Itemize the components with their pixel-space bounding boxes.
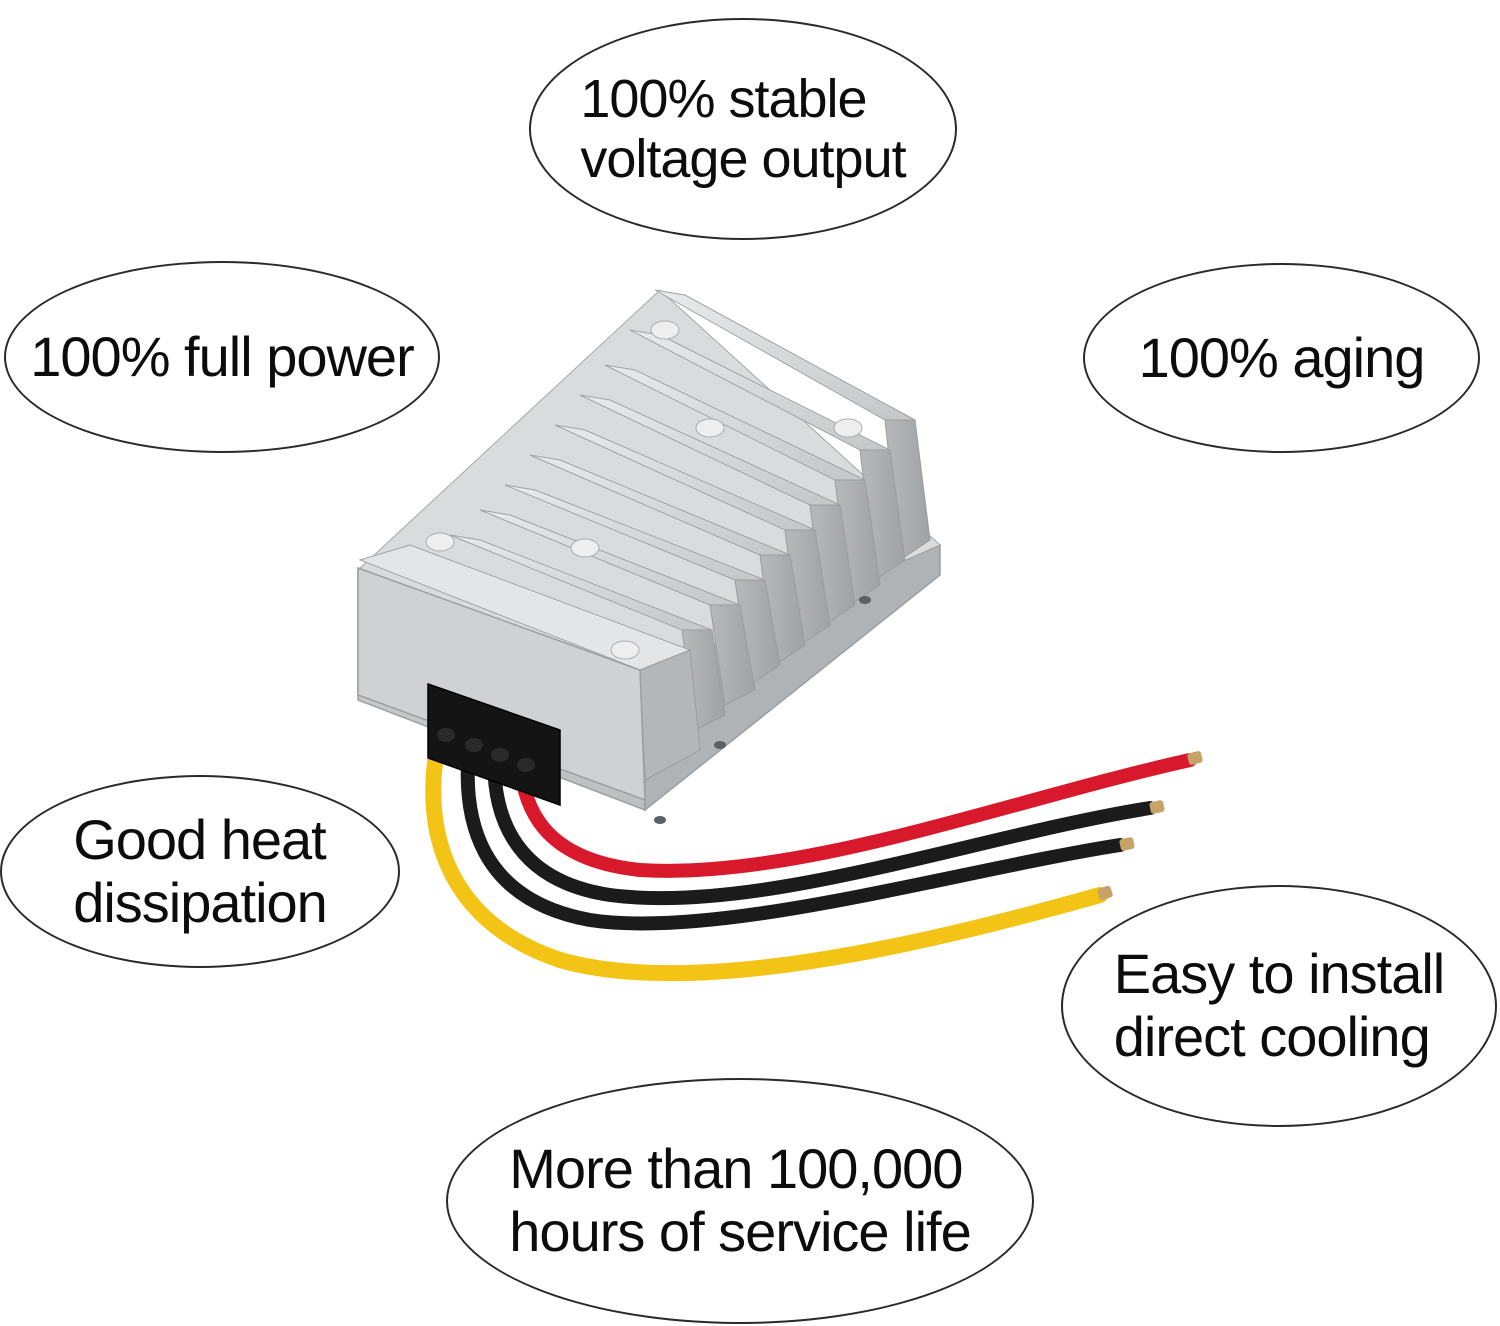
feature-bubble-full-power: 100% full power bbox=[4, 261, 440, 453]
feature-text-line: Good heat bbox=[73, 807, 327, 871]
feature-text-line: 100% aging bbox=[1138, 325, 1426, 389]
output-wires bbox=[425, 727, 1197, 982]
feature-bubble-heat-dissipation: Good heat dissipation bbox=[0, 775, 400, 968]
screw-bosses bbox=[425, 320, 863, 660]
feature-text-line: 100% stable bbox=[580, 68, 867, 129]
cable-grommet bbox=[427, 682, 561, 807]
feature-bubble-stable-voltage: 100% stable voltage output bbox=[529, 18, 957, 240]
feature-text-line: hours of service life bbox=[509, 1200, 971, 1263]
feature-text-line: Easy to install bbox=[1113, 942, 1445, 1006]
feature-text-line: dissipation bbox=[73, 870, 328, 934]
converter-product-image bbox=[357, 289, 1203, 982]
converter-front-face bbox=[357, 566, 646, 802]
feature-text-line: 100% full power bbox=[30, 324, 414, 388]
mounting-holes bbox=[654, 596, 871, 824]
feature-bubble-easy-install: Easy to install direct cooling bbox=[1061, 885, 1497, 1127]
feature-text-line: direct cooling bbox=[1113, 1005, 1431, 1068]
wire-black-2 bbox=[487, 738, 1157, 906]
feature-text-line: voltage output bbox=[580, 129, 906, 189]
wire-yellow bbox=[425, 727, 1108, 982]
feature-bubble-aging: 100% aging bbox=[1083, 263, 1480, 453]
wire-red bbox=[513, 743, 1197, 878]
wire-tips bbox=[1097, 751, 1203, 901]
feature-text-line: More than 100,000 bbox=[509, 1137, 963, 1201]
feature-bubble-service-life: More than 100,000 hours of service life bbox=[446, 1078, 1034, 1324]
heat-sink-fins bbox=[358, 289, 931, 781]
wire-black-1 bbox=[460, 733, 1127, 931]
